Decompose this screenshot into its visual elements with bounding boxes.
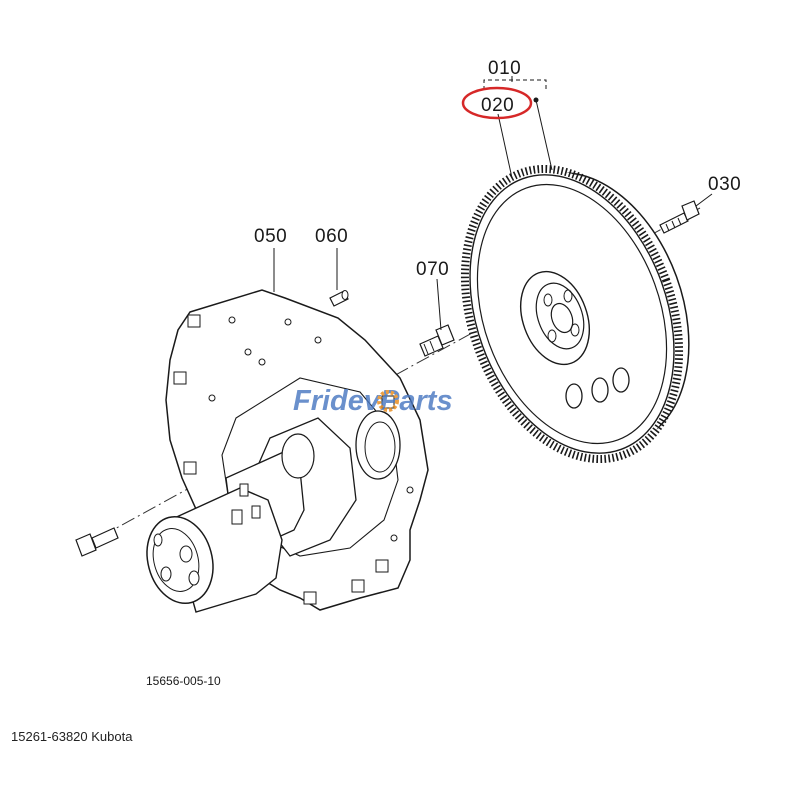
ring-gear-outline	[469, 174, 675, 454]
leader-020-left	[497, 113, 513, 179]
highlight-circle-020	[461, 86, 533, 120]
plate-nut	[183, 461, 197, 475]
starter-end-cap-rim	[152, 528, 200, 592]
hub-bolt-hole	[547, 329, 557, 343]
plate-hole	[258, 358, 266, 366]
part-caption: 15261-63820 Kubota	[11, 729, 133, 744]
starter-terminal	[188, 570, 200, 586]
label-050: 050	[254, 226, 287, 247]
svg-text:FridevParts: FridevParts	[293, 385, 453, 417]
plate-hole	[390, 534, 398, 542]
plate-nut	[375, 559, 389, 573]
label-030: 030	[708, 174, 741, 195]
plate-nut	[173, 371, 187, 385]
leader-lines	[273, 76, 713, 331]
flywheel-lightening-hole	[591, 377, 609, 403]
bracket-010	[483, 79, 547, 90]
solenoid-terminal	[239, 483, 249, 497]
end-plate-opening	[355, 410, 401, 480]
label-070: 070	[416, 259, 449, 280]
hub-bolt-hole	[563, 289, 573, 303]
hub-bolt-hole	[543, 293, 553, 307]
plate-hole	[208, 394, 216, 402]
flywheel-bolt	[659, 200, 700, 234]
plate-hole	[284, 318, 292, 326]
label-010: 010	[488, 58, 521, 79]
watermark-part2: Parts	[380, 385, 453, 417]
leader-070	[436, 278, 442, 331]
flywheel-lightening-hole	[612, 367, 630, 393]
flywheel-bore	[550, 302, 574, 334]
flywheel-face	[476, 183, 668, 445]
leader-dot	[533, 97, 539, 103]
plate-hole	[244, 348, 252, 356]
leader-030	[695, 193, 713, 207]
end-plate-opening-lip	[364, 421, 396, 473]
plate-bolt	[419, 324, 455, 357]
starter-motor	[146, 417, 357, 613]
plate-hole	[314, 336, 322, 344]
dowel-pin	[329, 290, 349, 307]
watermark-gear-icon	[377, 390, 399, 412]
solenoid-terminal	[231, 509, 243, 525]
flywheel-hub-outer	[520, 270, 590, 366]
label-020: 020	[481, 95, 514, 116]
watermark-part1: Fridev	[293, 385, 382, 417]
plate-hole	[228, 316, 236, 324]
starter-terminal	[153, 533, 163, 547]
starter-terminal	[160, 566, 172, 582]
flywheel-hub-inner	[535, 282, 585, 350]
plate-hole	[406, 486, 414, 494]
starter-pinion	[281, 433, 315, 479]
starter-bolt	[75, 527, 119, 557]
watermark-logo: FridevParts	[293, 385, 453, 417]
starter-terminal	[179, 545, 193, 563]
plate-nut	[351, 579, 365, 593]
leader-020-right	[535, 99, 553, 171]
solenoid-terminal	[251, 505, 261, 519]
flywheel	[460, 164, 690, 464]
plate-nut	[381, 395, 395, 409]
flywheel-lightening-hole	[565, 383, 583, 409]
drawing-number: 15656-005-10	[146, 674, 221, 688]
label-060: 060	[315, 226, 348, 247]
plate-nut	[303, 591, 317, 605]
hub-bolt-hole	[570, 323, 580, 337]
plate-nut	[187, 314, 201, 328]
